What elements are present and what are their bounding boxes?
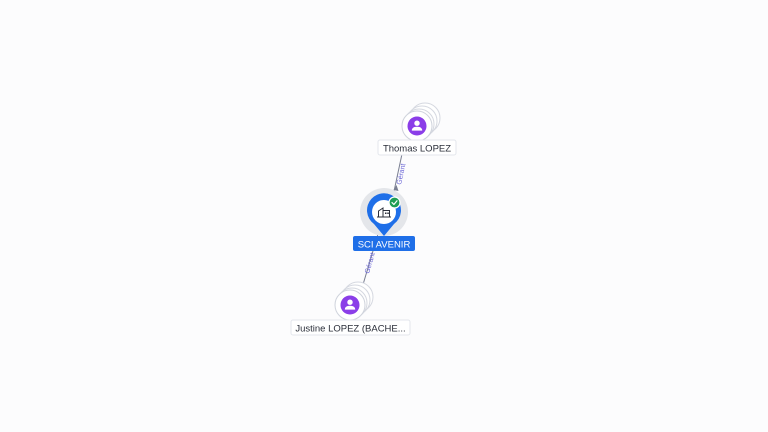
company-label: SCI AVENIR (353, 236, 415, 251)
verified-check-icon (388, 196, 401, 209)
edge-label-justine: Gérant (364, 252, 377, 275)
building-icon (377, 207, 391, 218)
person-node-thomas[interactable]: Thomas LOPEZ (377, 102, 457, 156)
person-node-justine[interactable]: Justine LOPEZ (BACHE... (290, 281, 411, 336)
person-label-thomas: Thomas LOPEZ (377, 139, 457, 156)
person-name-justine: Justine LOPEZ (BACHE... (295, 324, 405, 335)
person-icon (340, 295, 360, 315)
person-icon (407, 116, 427, 136)
company-node-sci-avenir[interactable]: SCI AVENIR (353, 188, 415, 251)
edge-label-thomas: Gérant (396, 163, 407, 185)
company-name: SCI AVENIR (358, 240, 411, 251)
person-label-justine: Justine LOPEZ (BACHE... (290, 319, 411, 336)
person-name-thomas: Thomas LOPEZ (383, 144, 451, 155)
